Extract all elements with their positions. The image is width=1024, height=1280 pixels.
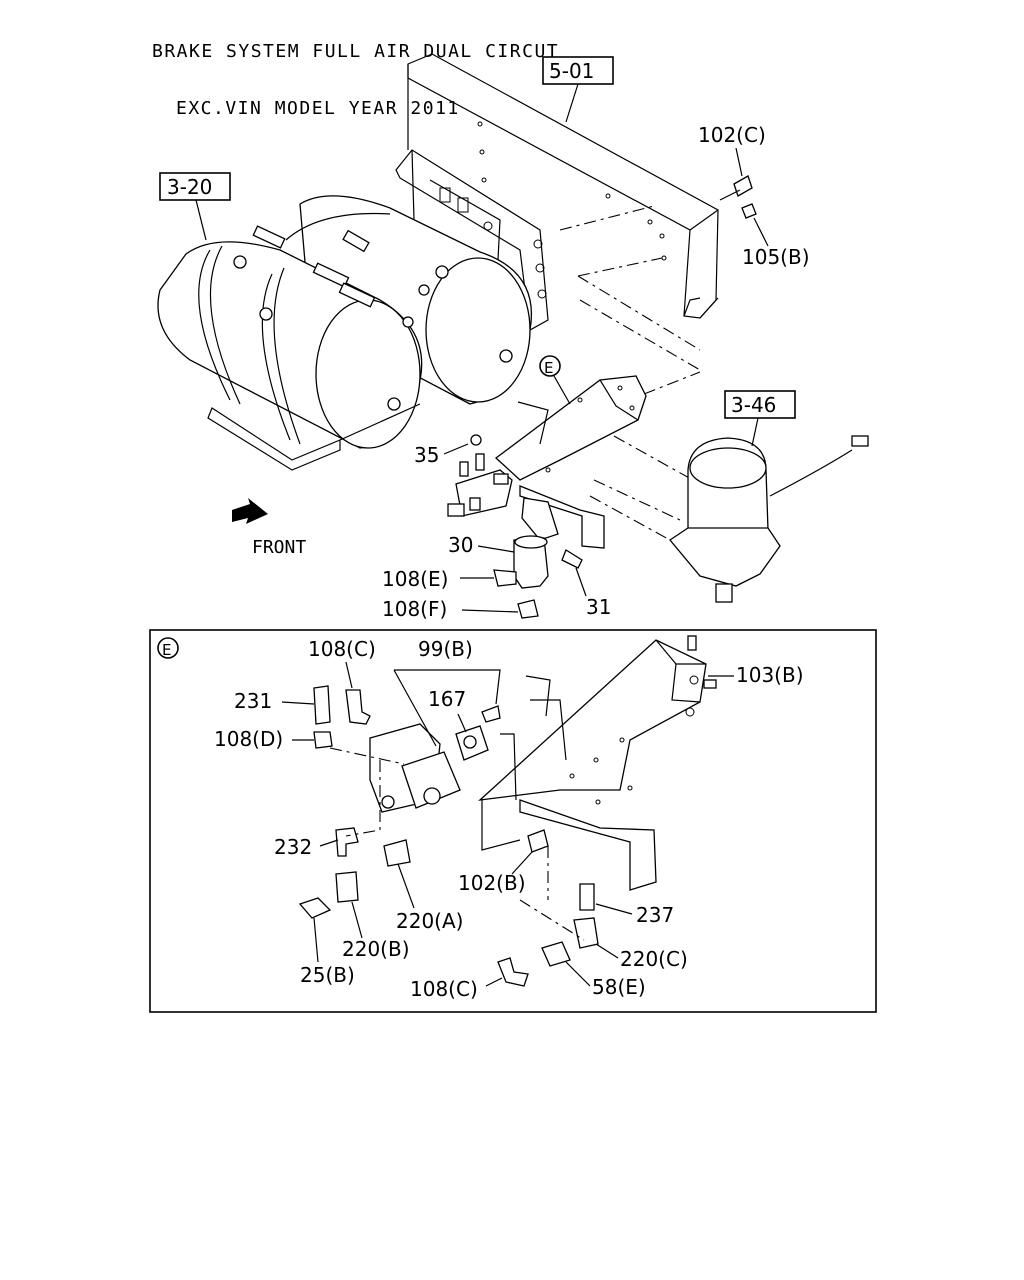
label-108e: 108(E) [382,567,448,591]
label-167: 167 [428,687,466,711]
front-label: FRONT [252,537,306,558]
label-25b: 25(B) [300,963,355,987]
phantom-lines [559,205,701,541]
title-line-2: EXC.VIN MODEL YEAR 2011 [176,98,460,119]
ref-tanks-label: 3-20 [167,175,212,199]
label-99b: 99(B) [418,637,473,661]
bolt-and-nut-upper [719,175,757,219]
label-105b: 105(B) [742,245,810,269]
label-237: 237 [636,903,674,927]
label-108c-a: 108(C) [308,637,376,661]
title-line-1: BRAKE SYSTEM FULL AIR DUAL CIRCUT [152,41,560,62]
ref-frame-label: 5-01 [549,59,594,83]
label-31: 31 [586,595,611,619]
front-arrow-icon [232,498,268,524]
label-220a: 220(A) [396,909,463,933]
valve-bracket-upper [494,375,647,549]
label-58e: 58(E) [592,975,646,999]
ref-frame-box: 5-01 [542,56,614,123]
part-labels: 102(C) 105(B) 35 30 31 108(E) 108(F) 108… [214,123,810,1001]
valve-detail [369,705,501,813]
bracket-103b [478,635,717,891]
label-108d: 108(D) [214,727,283,751]
label-220c: 220(C) [620,947,688,971]
detail-marker-upper-text: E [544,359,553,377]
air-dryer [669,435,869,603]
label-108c-b: 108(C) [410,977,478,1001]
air-tanks [157,195,532,471]
label-108f: 108(F) [382,597,447,621]
label-232: 232 [274,835,312,859]
ref-dryer-label: 3-46 [731,393,776,417]
valve-cluster-upper [447,434,513,517]
label-102c-top: 102(C) [698,123,766,147]
detail-marker-upper: E [539,355,571,405]
detail-phantom-lines [329,747,585,941]
ref-dryer-box: 3-46 [724,390,796,447]
frame-rail [407,53,719,319]
label-35: 35 [414,443,439,467]
label-102b: 102(B) [458,871,526,895]
label-231: 231 [234,689,272,713]
detail-marker-box-text: E [162,641,171,659]
label-30: 30 [448,533,473,557]
label-103b: 103(B) [736,663,804,687]
diagram-title: BRAKE SYSTEM FULL AIR DUAL CIRCUT EXC.VI… [152,4,559,137]
detail-e-frame [149,629,877,1013]
detail-marker-box: E [157,637,179,659]
label-220b: 220(B) [342,937,410,961]
upper-small-parts [493,535,583,619]
detail-fittings [298,685,599,987]
ref-tanks-box: 3-20 [159,172,231,241]
